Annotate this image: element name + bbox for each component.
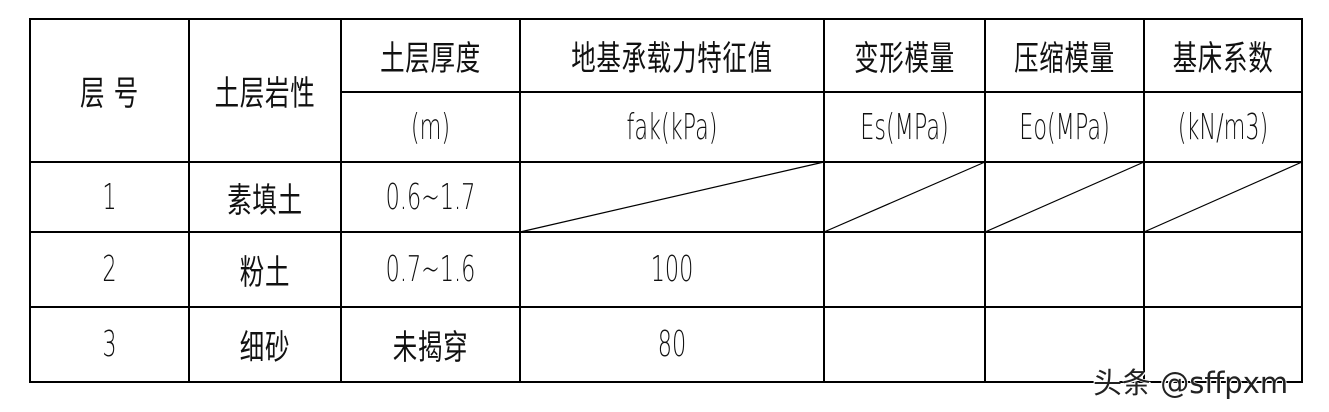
- header-soil-type: 土层岩性: [214, 74, 316, 114]
- header-deformation-unit: Es(MPa): [860, 106, 949, 148]
- row1-thickness: 0.6~1.7: [385, 176, 476, 218]
- header-thickness: 土层厚度: [380, 39, 481, 79]
- header-subgrade: 基床系数: [1172, 39, 1274, 79]
- row1-soil: 素填土: [227, 180, 303, 221]
- watermark: 头条 @sffpxm: [1093, 366, 1289, 400]
- row2-soil: 粉土: [239, 253, 291, 293]
- row2-thickness: 0.7~1.6: [385, 249, 476, 290]
- row3-thickness: 未揭穿: [392, 328, 469, 368]
- header-compression: 压缩模量: [1014, 39, 1115, 79]
- header-bearing: 地基承载力特征值: [571, 39, 773, 79]
- header-layer-no: 层 号: [80, 74, 139, 114]
- slash-lines: [519, 161, 1303, 233]
- row2-fak: 100: [650, 249, 694, 290]
- row2-no: 2: [102, 249, 117, 290]
- header-compression-unit: Eo(MPa): [1019, 106, 1110, 148]
- header-subgrade-unit: (kN/m3): [1177, 106, 1269, 148]
- row3-soil: 细砂: [239, 328, 291, 368]
- header-bearing-unit: fak(kPa): [626, 106, 718, 148]
- row3-no: 3: [102, 324, 117, 365]
- header-deformation: 变形模量: [854, 39, 955, 79]
- row3-fak: 80: [657, 324, 687, 365]
- row1-no: 1: [102, 176, 117, 218]
- header-thickness-unit: (m): [410, 106, 451, 148]
